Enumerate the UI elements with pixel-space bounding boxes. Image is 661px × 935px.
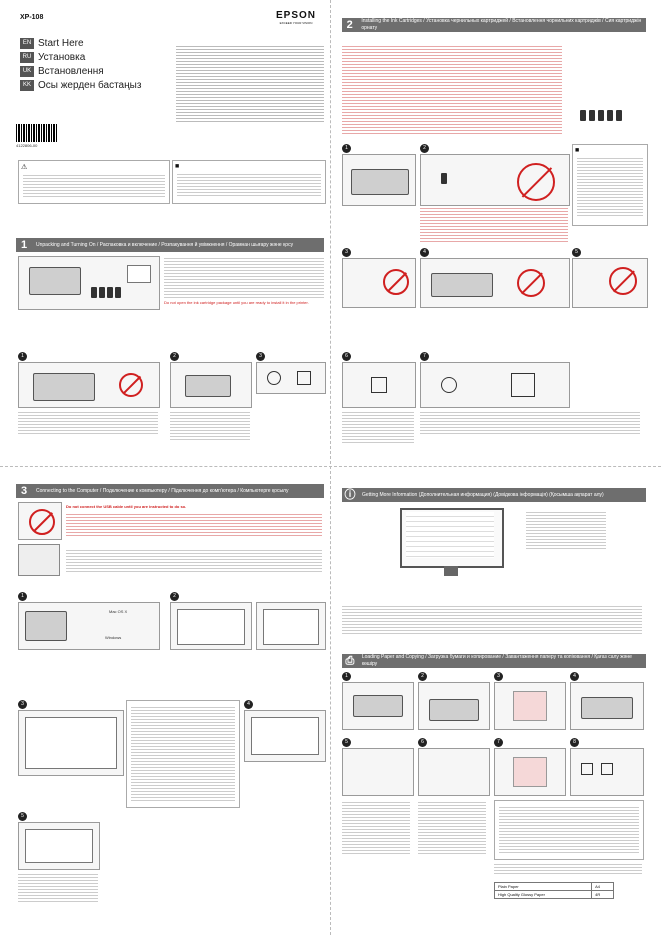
s2-step-5: 5 (572, 248, 581, 257)
s2-step-1: 1 (342, 144, 351, 153)
s2-step-2-text (420, 206, 568, 242)
s2-step-6-figure (342, 362, 416, 408)
usb-caution: Do not connect the USB cable until you a… (66, 504, 187, 509)
s2-step-3-figure (342, 258, 416, 308)
copy-step-8-figure (570, 748, 644, 796)
s1-step-2-text (170, 410, 250, 440)
s2-step-2: 2 (420, 144, 429, 153)
copy-note-box (494, 800, 644, 860)
s2-step-1-figure (342, 154, 416, 206)
model-name: XP-108 (20, 14, 44, 21)
copy-step-2: 2 (418, 672, 427, 681)
s3-step-2: 2 (170, 592, 179, 601)
s2-step-4: 4 (420, 248, 429, 257)
unpack-figure (18, 256, 160, 310)
computer-screen-icon (18, 544, 60, 576)
copy-step-4: 4 (570, 672, 579, 681)
s2-step-7: 7 (420, 352, 429, 361)
s3-step-3: 3 (18, 700, 27, 709)
windows-label: Windows (105, 635, 122, 640)
s1-step-3: 3 (256, 352, 265, 361)
usb-caution-translations (66, 512, 322, 536)
s1-step-1-figure (18, 362, 160, 408)
cartridges-illustration (580, 110, 640, 134)
s1-step-1-text (18, 410, 158, 434)
note-box: ■ (172, 160, 326, 204)
copy-step-1: 1 (342, 672, 351, 681)
ink-warning-text (342, 44, 562, 134)
s1-step-2: 2 (170, 352, 179, 361)
s3-step-5-text (18, 872, 98, 902)
info-text (526, 510, 606, 550)
s3-step-3-figure (18, 710, 124, 776)
s3-step-1: 1 (18, 592, 27, 601)
copy-step-7-figure (494, 748, 566, 796)
s2-step-3: 3 (342, 248, 351, 257)
copy-step-3: 3 (494, 672, 503, 681)
copy-step-8: 8 (570, 738, 579, 747)
epson-logo: EPSON EXCEED YOUR VISION (276, 10, 317, 25)
copy-step-5-figure (342, 748, 414, 796)
copy-step-6-figure (418, 748, 490, 796)
copy-step-6: 6 (418, 738, 427, 747)
copy-step-6-text (418, 800, 486, 856)
usb-figure (18, 502, 62, 540)
close-applications-text (66, 548, 322, 572)
copy-section-header: ⎙Loading Paper and Copying / Загрузка бу… (342, 654, 646, 668)
macos-label: Mac OS X (109, 609, 128, 614)
s2-step-7-figure (420, 362, 570, 408)
copy-step-7: 7 (494, 738, 503, 747)
unpack-text (164, 256, 324, 300)
horizontal-fold-line (0, 466, 661, 467)
vertical-fold-line (330, 0, 331, 935)
copy-step-1-figure (342, 682, 414, 730)
s3-step-4-figure (244, 710, 326, 762)
s3-step-5: 5 (18, 812, 27, 821)
copy-step-4-figure (570, 682, 644, 730)
s2-step-7-text (420, 410, 640, 434)
copy-step-3-figure (494, 682, 566, 730)
s3-step-5-figure (18, 822, 100, 870)
s2-step-5-figure (572, 258, 648, 308)
s2-step-6-text (342, 410, 414, 444)
s2-step-2-figure (420, 154, 570, 206)
s2-note-box: ■ (572, 144, 648, 226)
s3-step-2-figure (170, 602, 252, 650)
s1-step-2-figure (170, 362, 252, 408)
cover-disclaimer-block (176, 44, 324, 124)
ink-note: Do not open the ink cartridge package un… (164, 300, 309, 305)
copy-step-5-text (342, 800, 410, 856)
s2-step-4-figure (420, 258, 570, 308)
s3-note-box (126, 700, 240, 808)
paper-table-caption (494, 862, 642, 876)
s1-step-1: 1 (18, 352, 27, 361)
warning-box: ⚠ (18, 160, 170, 204)
s3-step-4: 4 (244, 700, 253, 709)
copy-step-5: 5 (342, 738, 351, 747)
barcode-number: 4122806-00 (16, 143, 38, 148)
info-links-text (342, 604, 642, 634)
s3-dialog-figure (256, 602, 326, 650)
monitor-illustration (400, 508, 520, 578)
s3-step-1-figure: Mac OS X Windows (18, 602, 160, 650)
copy-step-2-figure (418, 682, 490, 730)
s1-step-3-figure (256, 362, 326, 394)
s2-step-6: 6 (342, 352, 351, 361)
barcode (16, 124, 58, 142)
